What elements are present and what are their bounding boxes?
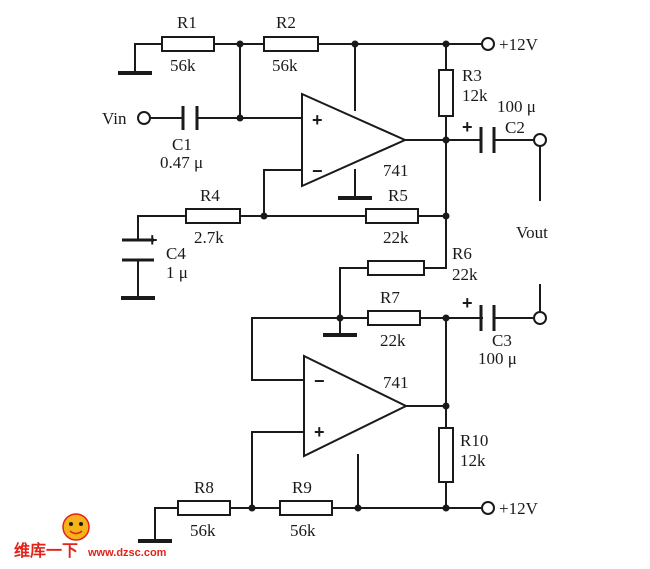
c4-name: C4 (166, 244, 186, 263)
r5-value: 22k (383, 228, 409, 247)
r7-value: 22k (380, 331, 406, 350)
r2-name: R2 (276, 13, 296, 32)
opamp-u1: + − 741 (301, 92, 409, 188)
resistor-r9: R9 56k (279, 478, 333, 540)
resistor-r10: R10 12k (438, 427, 488, 483)
u2-plus-pin: + (314, 422, 325, 442)
resistor-r2: R2 56k (263, 13, 319, 75)
wires (134, 43, 541, 541)
watermark-cn: 维库一下 (14, 541, 78, 560)
c3-value: 100 μ (478, 349, 517, 368)
r9-value: 56k (290, 521, 316, 540)
r1-value: 56k (170, 56, 196, 75)
resistor-r6: R6 22k (367, 244, 478, 284)
u1-plus-pin: + (312, 110, 323, 130)
u2-part: 741 (383, 373, 409, 392)
opamp-u2: − + 741 (303, 354, 409, 458)
junction-dots (236, 40, 450, 512)
r3-name: R3 (462, 66, 482, 85)
terminal-supply-top: +12V (481, 35, 539, 54)
resistor-r1: R1 56k (161, 13, 215, 75)
vin-label: Vin (102, 109, 127, 128)
r9-name: R9 (292, 478, 312, 497)
c3-name: C3 (492, 331, 512, 350)
ground-symbols (118, 71, 372, 543)
resistor-r5: R5 22k (365, 186, 419, 247)
watermark-logo: 维库一下 www.dzsc.com (14, 513, 167, 560)
c4-value: 1 μ (166, 263, 188, 282)
r6-name: R6 (452, 244, 472, 263)
c2-value: 100 μ (497, 97, 536, 116)
c2-polarity: + (462, 117, 473, 137)
terminal-supply-bottom: +12V (481, 499, 539, 518)
u1-part: 741 (383, 161, 409, 180)
terminal-vout-top (533, 133, 547, 147)
supply-bottom-label: +12V (499, 499, 539, 518)
r8-value: 56k (190, 521, 216, 540)
u2-minus-pin: − (314, 371, 325, 391)
terminal-vin: Vin (102, 109, 151, 128)
resistor-r8: R8 56k (177, 478, 231, 540)
r1-name: R1 (177, 13, 197, 32)
supply-top-label: +12V (499, 35, 539, 54)
r10-name: R10 (460, 431, 488, 450)
mascot-icon (62, 513, 90, 541)
r10-value: 12k (460, 451, 486, 470)
c4-polarity: + (147, 230, 158, 250)
c2-name: C2 (505, 118, 525, 137)
r4-name: R4 (200, 186, 220, 205)
r4-value: 2.7k (194, 228, 224, 247)
capacitor-c1: C1 0.47 μ (160, 106, 203, 172)
vout-label: Vout (516, 223, 548, 242)
capacitor-c4: + C4 1 μ (122, 230, 188, 282)
r5-name: R5 (388, 186, 408, 205)
r6-value: 22k (452, 265, 478, 284)
resistor-r7: R7 22k (367, 288, 421, 350)
r7-name: R7 (380, 288, 400, 307)
capacitor-c3: + C3 100 μ (462, 293, 517, 368)
terminal-vout-bottom (533, 311, 547, 325)
r2-value: 56k (272, 56, 298, 75)
resistor-r4: R4 2.7k (185, 186, 241, 247)
r8-name: R8 (194, 478, 214, 497)
u1-minus-pin: − (312, 161, 323, 181)
c1-value: 0.47 μ (160, 153, 203, 172)
c3-polarity: + (462, 293, 473, 313)
c1-name: C1 (172, 135, 192, 154)
r3-value: 12k (462, 86, 488, 105)
capacitor-c2: + C2 100 μ (462, 97, 536, 153)
resistor-r3: R3 12k (438, 66, 488, 117)
watermark-url: www.dzsc.com (87, 547, 167, 559)
